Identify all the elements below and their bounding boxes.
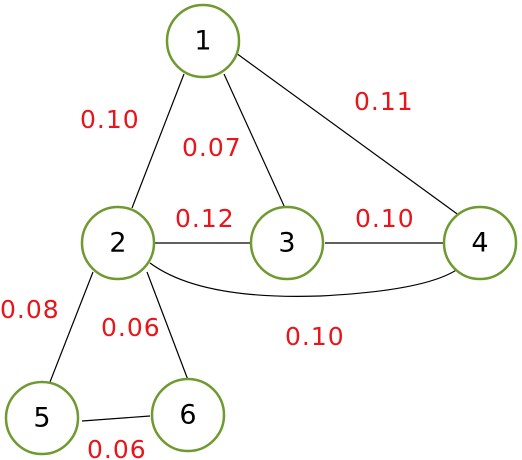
node-3-label: 3	[278, 228, 295, 259]
weight-5-6: 0.06	[87, 435, 147, 460]
edge-2-5	[49, 271, 94, 383]
node-6-circle	[150, 377, 226, 453]
node-6-label: 6	[179, 400, 196, 431]
weight-1-4: 0.11	[354, 87, 414, 116]
node-4: 4	[442, 205, 518, 281]
edge-5-6	[81, 415, 151, 422]
edges	[49, 52, 466, 422]
node-2-circle	[80, 205, 156, 281]
edge-2-6	[146, 271, 189, 381]
node-1-label: 1	[194, 26, 211, 57]
node-6: 6	[150, 377, 226, 453]
node-4-circle	[442, 205, 518, 281]
edge-1-4	[235, 52, 461, 217]
edge-1-2	[131, 73, 185, 209]
node-4-label: 4	[471, 228, 488, 259]
weight-3-4: 0.10	[355, 204, 415, 233]
edge-weights: 0.10 0.07 0.11 0.12 0.10 0.10 0.08 0.06 …	[0, 87, 415, 460]
weight-1-3: 0.07	[182, 133, 242, 162]
weight-2-6: 0.06	[101, 313, 161, 342]
node-3-circle	[249, 205, 325, 281]
node-1: 1	[165, 3, 241, 79]
node-5: 5	[4, 380, 80, 456]
node-1-circle	[165, 3, 241, 79]
node-2: 2	[80, 205, 156, 281]
node-5-circle	[4, 380, 80, 456]
node-2-label: 2	[109, 228, 126, 259]
edge-1-3	[223, 73, 286, 209]
weight-2-4: 0.10	[285, 322, 345, 351]
edge-2-4	[149, 262, 466, 297]
node-3: 3	[249, 205, 325, 281]
weight-1-2: 0.10	[80, 105, 140, 134]
node-5-label: 5	[33, 403, 50, 434]
weight-2-3: 0.12	[175, 204, 235, 233]
weight-2-5: 0.08	[0, 295, 60, 324]
